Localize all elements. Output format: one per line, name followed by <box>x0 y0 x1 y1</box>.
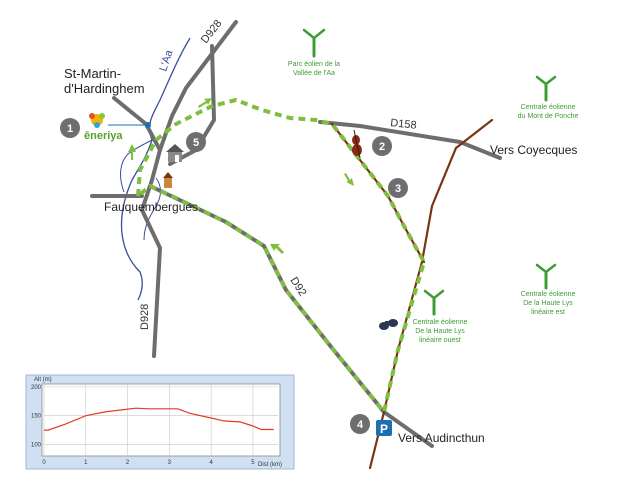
wind-farm-aa-line2: Vallée de l'Aa <box>293 70 335 77</box>
elevation-profile: Alt (m) Dist (km) 0 1 2 3 4 5 100 150 200 <box>25 374 295 470</box>
waypoint-1[interactable]: 1 <box>60 118 80 138</box>
profile-ylabel: Alt (m) <box>34 377 52 383</box>
road-aa-valley <box>168 44 216 166</box>
building-icon <box>163 172 173 188</box>
svg-text:4: 4 <box>357 419 364 431</box>
label-hardinghem: d'Hardinghem <box>64 81 145 96</box>
wind-farm-ponche-line2: du Mont de Ponche <box>518 113 579 120</box>
waypoint-3[interactable]: 3 <box>388 178 408 198</box>
profile-xtick-label: 5 <box>251 460 255 466</box>
label-st-martin: St-Martin- <box>64 66 121 81</box>
waypoint-5[interactable]: 5 <box>186 132 206 152</box>
profile-plot-area <box>41 383 281 457</box>
wind-farm-haute-lys-est-line3: linéaire est <box>531 309 565 316</box>
profile-xtick-label: 3 <box>168 460 172 466</box>
logo-text: ēneriya <box>84 130 123 142</box>
waypoint-2[interactable]: 2 <box>372 136 392 156</box>
road-d158 <box>318 120 502 160</box>
profile-ytick-label: 200 <box>31 385 42 391</box>
svg-text:5: 5 <box>193 137 199 149</box>
wind-farm-haute-lys-est-line2: De la Haute Lys <box>523 300 573 307</box>
label-d158: D158 <box>390 117 417 132</box>
svg-text:1: 1 <box>67 123 73 135</box>
wind-farm-ponche-line1: Centrale éolienne <box>521 104 576 111</box>
wind-farm-haute-lys-ouest-line2: De la Haute Lys <box>415 328 465 335</box>
label-vers-audincthun: Vers Audincthun <box>398 431 485 445</box>
route-arrows <box>128 98 354 254</box>
label-vers-coyecques: Vers Coyecques <box>490 143 577 157</box>
profile-ytick-label: 150 <box>31 414 42 420</box>
arrow-southeast <box>344 173 354 186</box>
road-d928-south <box>140 208 162 358</box>
profile-xlabel: Dist (km) <box>258 462 282 468</box>
track-east <box>368 118 494 470</box>
wind-turbine-icon-ponche <box>535 75 557 102</box>
binoculars-icon <box>379 319 398 330</box>
river-aa <box>120 37 191 301</box>
profile-xtick-label: 4 <box>209 460 213 466</box>
violin-icon <box>352 129 362 159</box>
label-d928-south: D928 <box>139 304 151 330</box>
wind-farm-aa-line1: Parc éolien de la <box>288 61 340 68</box>
river-aa-east-branch <box>143 177 161 241</box>
svg-text:2: 2 <box>379 141 385 153</box>
wind-turbine-icon-haute-lys-est <box>535 263 557 290</box>
arrow-northeast <box>198 98 212 108</box>
profile-xtick-label: 1 <box>84 460 88 466</box>
river-aa-branch <box>120 139 153 193</box>
profile-xtick-label: 0 <box>42 460 46 466</box>
wind-turbine-icon-haute-lys-ouest <box>423 289 445 316</box>
wind-turbine-icon-aa <box>302 28 326 58</box>
profile-ytick-label: 100 <box>31 442 42 448</box>
arrow-north <box>128 144 136 160</box>
wind-farm-haute-lys-est-line1: Centrale éolienne <box>521 291 576 298</box>
logo-point <box>145 122 151 128</box>
parking-icon: P <box>376 420 392 436</box>
arrow-northwest <box>270 244 284 254</box>
wind-farm-haute-lys-ouest-line3: linéaire ouest <box>419 337 461 344</box>
hiking-route <box>136 98 426 414</box>
house-icon <box>166 144 184 162</box>
profile-xtick-label: 2 <box>126 460 130 466</box>
label-fauquembergues: Fauquembergues <box>104 200 198 214</box>
svg-text:3: 3 <box>395 183 401 195</box>
road-st-martin <box>112 96 162 152</box>
svg-text:P: P <box>380 422 388 436</box>
elevation-line <box>44 407 274 431</box>
label-river-aa: L'Aa <box>157 48 175 73</box>
waypoint-4[interactable]: 4 <box>350 414 370 434</box>
wind-farm-haute-lys-ouest-line1: Centrale éolienne <box>413 319 468 326</box>
eneriya-logo: ēneriya <box>84 113 123 142</box>
